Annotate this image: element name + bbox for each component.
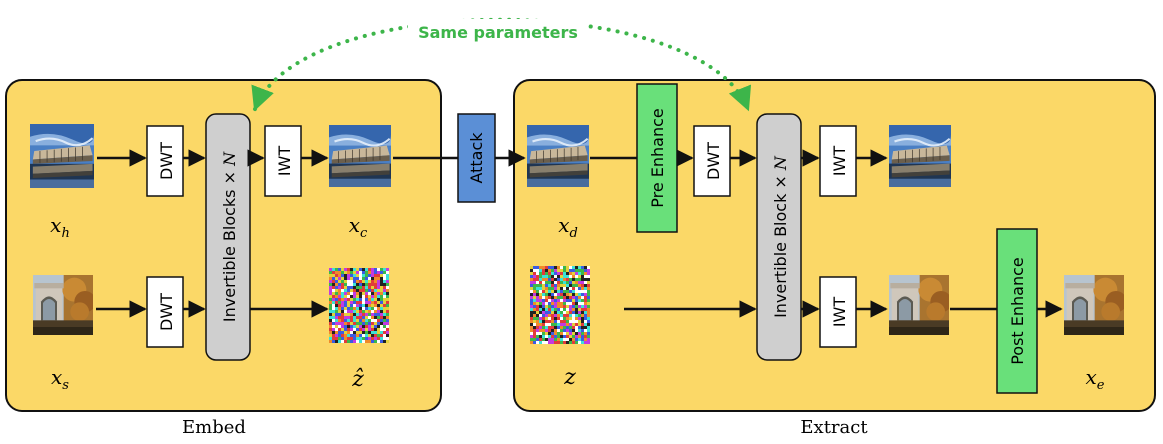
attack-label: Attack (467, 132, 486, 184)
embed-dwt-bottom-box (146, 276, 184, 348)
recovered-host-image (889, 123, 951, 189)
label-xs: xs (51, 365, 69, 393)
extract-dwt-label: DWT (704, 142, 723, 180)
secret-image-xs (33, 275, 93, 335)
label-xc: xc (349, 213, 368, 241)
post-enhance-box (996, 228, 1038, 394)
embed-caption: Embed (182, 417, 246, 438)
extract-iwt-bottom-box (819, 276, 857, 348)
label-z: z (563, 365, 576, 390)
embed-iwt-label: IWT (275, 146, 294, 177)
embed-dwt-bottom-label: DWT (157, 293, 176, 331)
embed-invertible-box (205, 113, 251, 361)
extract-caption: Extract (800, 417, 868, 438)
label-xh: xh (50, 213, 70, 241)
label-xe: xe (1086, 365, 1105, 393)
extract-dwt-box (693, 125, 731, 197)
pre-enhance-box (636, 83, 678, 233)
label-zhat: ẑ (351, 367, 364, 392)
extract-iwt-bottom-label: IWT (830, 297, 849, 328)
annotation-bg (408, 19, 586, 45)
recovered-secret-image (889, 275, 949, 335)
label-xd: xd (558, 213, 578, 241)
pre-enhance-label: Pre Enhance (648, 108, 667, 208)
lost-info-zhat-noise (329, 268, 389, 343)
distorted-image-xd (527, 123, 589, 189)
extract-iwt-top-label: IWT (830, 146, 849, 177)
host-image-xh (30, 122, 94, 190)
enhanced-secret-xe (1064, 275, 1124, 335)
container-image-xc (329, 123, 391, 189)
extract-invertible-label: Invertible Block × N (771, 155, 790, 318)
extract-invertible-box (756, 113, 802, 361)
same-parameters-label: Same parameters (418, 23, 578, 42)
random-z-noise (530, 266, 590, 344)
embed-dwt-top-label: DWT (157, 142, 176, 180)
post-enhance-label: Post Enhance (1008, 257, 1027, 365)
embed-dwt-top-box (146, 125, 184, 197)
embed-invertible-label: Invertible Blocks × N (220, 151, 239, 322)
extract-iwt-top-box (819, 125, 857, 197)
embed-iwt-box (264, 125, 302, 197)
